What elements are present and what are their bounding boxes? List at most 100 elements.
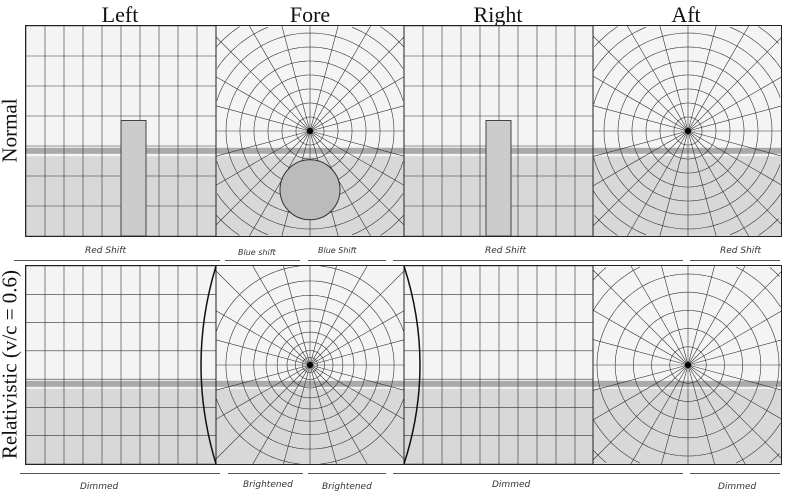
polar-ray xyxy=(215,270,311,366)
polar-ray xyxy=(661,266,689,366)
polar-ray xyxy=(309,26,371,132)
aberration-boundary-left xyxy=(200,266,217,464)
polar-grid xyxy=(215,266,405,464)
center-point xyxy=(685,128,691,134)
polar-ray xyxy=(687,364,781,391)
polar-ray xyxy=(215,364,311,460)
polar-ray xyxy=(687,271,781,366)
polar-ray xyxy=(309,364,368,464)
red-shift-arrow-aft xyxy=(690,260,780,261)
polar-ray xyxy=(215,130,311,226)
polar-ray xyxy=(252,266,311,366)
shift-label: Red Shift xyxy=(720,246,761,256)
row-title-relativistic: Relativistic (v/c = 0.6) xyxy=(0,269,22,460)
column-title-left: Left xyxy=(101,2,139,27)
brightness-label: Brightened xyxy=(322,482,372,492)
red-shift-arrow-right xyxy=(393,260,683,261)
polar-ray xyxy=(215,76,311,132)
polar-ray xyxy=(309,76,405,132)
polar-circle xyxy=(593,32,781,230)
center-point xyxy=(307,362,313,368)
control-console xyxy=(279,159,341,221)
polar-ray xyxy=(592,130,689,187)
polar-ray xyxy=(309,36,405,132)
polar-ray xyxy=(309,364,405,391)
column-title-fore: Fore xyxy=(289,2,331,27)
polar-ray xyxy=(592,105,689,132)
polar-ray xyxy=(687,130,749,236)
polar-ray xyxy=(687,105,781,132)
red-shift-arrow-left xyxy=(14,260,220,261)
column-title-aft: Aft xyxy=(671,2,701,27)
polar-ray xyxy=(687,77,781,132)
polar-ray xyxy=(309,130,405,157)
polar-ray xyxy=(687,364,715,464)
polar-ray xyxy=(215,105,311,132)
brightened-arrow-fore-right xyxy=(308,473,386,474)
polar-ray xyxy=(687,266,715,366)
polar-ray xyxy=(687,26,717,132)
polar-ray xyxy=(659,130,689,236)
polar-ray xyxy=(687,364,781,419)
polar-ray xyxy=(309,130,371,236)
polar-ray xyxy=(309,130,405,226)
polar-ray xyxy=(309,310,405,366)
relativistic-view-drawing xyxy=(26,266,781,464)
polar-circle xyxy=(594,26,779,236)
polar-ray xyxy=(687,37,781,132)
polar-ray xyxy=(215,36,311,132)
dimmed-arrow-left xyxy=(20,473,220,474)
polar-ray xyxy=(630,364,689,464)
pilot-seat xyxy=(120,120,147,236)
polar-circle xyxy=(216,26,404,236)
polar-ray xyxy=(592,364,689,391)
column-title-right: Right xyxy=(473,2,523,27)
polar-ray xyxy=(249,130,311,236)
polar-ray xyxy=(627,26,689,132)
pilot-seat xyxy=(485,120,512,236)
polar-ray xyxy=(309,364,405,460)
shift-label: Blue shift xyxy=(238,248,276,257)
polar-ray xyxy=(215,310,311,366)
polar-circle xyxy=(592,26,781,236)
polar-ray xyxy=(630,266,689,366)
polar-ray xyxy=(627,130,689,236)
row-title-normal: Normal xyxy=(0,98,22,163)
polar-grid xyxy=(592,266,781,464)
polar-ray xyxy=(215,130,311,186)
polar-ray xyxy=(215,364,311,420)
polar-ray xyxy=(215,130,311,157)
polar-ray xyxy=(283,266,311,366)
polar-ray xyxy=(309,130,405,186)
normal-view-drawing xyxy=(26,26,781,236)
polar-ray xyxy=(309,339,405,366)
polar-ray xyxy=(281,26,311,132)
brightness-label: Brightened xyxy=(243,480,293,490)
polar-ray xyxy=(592,75,689,132)
polar-circle xyxy=(216,26,404,236)
brightness-label: Dimmed xyxy=(718,482,757,492)
polar-ray xyxy=(283,364,311,464)
polar-ray xyxy=(687,364,746,464)
polar-ray xyxy=(687,339,781,366)
polar-ray xyxy=(592,130,689,227)
normal-view-panel xyxy=(25,25,782,237)
shift-label: Red Shift xyxy=(85,246,126,256)
polar-ray xyxy=(592,364,689,461)
polar-circle xyxy=(593,267,780,463)
polar-ray xyxy=(309,270,405,366)
center-point xyxy=(307,128,313,134)
shift-label: Blue Shift xyxy=(318,246,357,255)
polar-ray xyxy=(215,339,311,366)
polar-circle xyxy=(216,266,404,464)
shift-label: Red Shift xyxy=(485,246,526,256)
polar-ray xyxy=(687,130,781,225)
polar-ray xyxy=(309,26,339,132)
brightened-arrow-fore-left xyxy=(228,473,303,474)
relativistic-view-panel xyxy=(25,265,782,465)
polar-ray xyxy=(687,364,781,459)
polar-ray xyxy=(309,364,405,420)
polar-grid xyxy=(592,26,781,236)
polar-ray xyxy=(592,35,689,132)
polar-ray xyxy=(661,364,689,464)
